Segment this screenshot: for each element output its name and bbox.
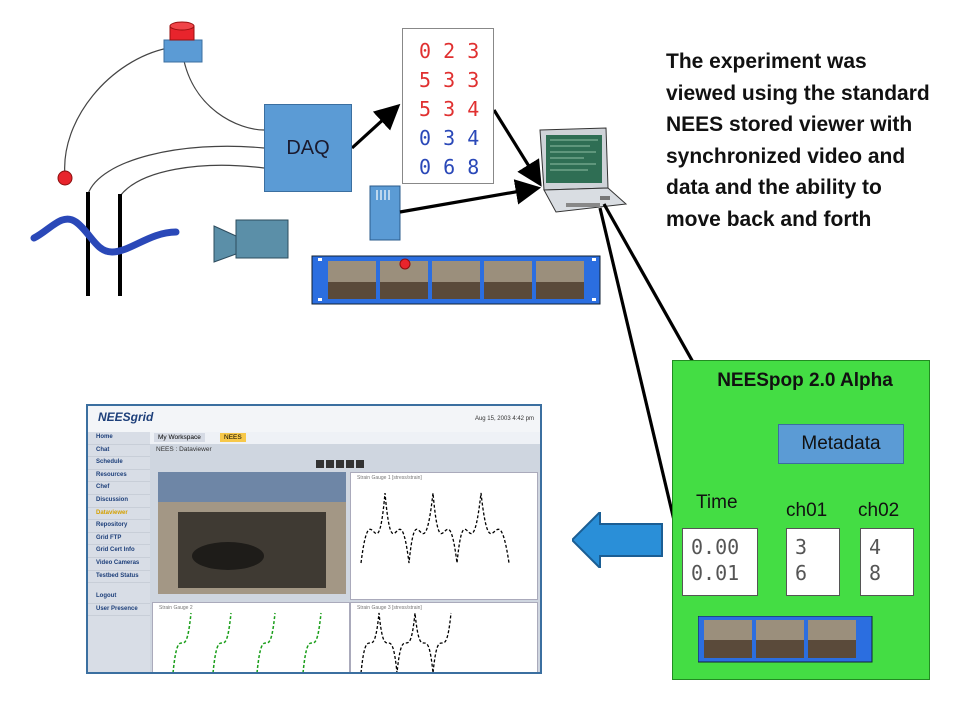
metadata-label: Metadata — [801, 433, 881, 454]
nav-item[interactable]: Resources — [88, 470, 150, 483]
nav-item[interactable]: Dataviewer — [88, 508, 150, 521]
data-row: 5 3 4 — [419, 97, 480, 121]
left-arrow-icon — [572, 512, 663, 568]
data-row: 0 6 8 — [419, 155, 480, 179]
nav-item[interactable]: Repository — [88, 520, 150, 533]
data-table-box: 0 2 3 5 3 3 5 3 4 0 3 4 0 6 8 — [402, 28, 494, 184]
ch02-values-box: 4 8 — [860, 528, 914, 596]
tab-my-workspace[interactable]: My Workspace — [154, 433, 205, 442]
ch01-column-label: ch01 — [786, 500, 828, 521]
data-row: 5 3 3 — [419, 68, 480, 92]
nav-item[interactable]: Testbed Status — [88, 571, 150, 584]
ch02-value: 4 — [869, 535, 882, 559]
ch01-value: 3 — [795, 535, 808, 559]
ch01-values-box: 3 6 — [786, 528, 840, 596]
red-dot-marker — [399, 258, 411, 270]
film-strip-bottom — [698, 616, 873, 663]
plot-title: Strain Gauge 2 — [159, 605, 193, 611]
plot-title: Strain Gauge 3 [stress/strain] — [357, 605, 422, 611]
sensor-box — [163, 39, 203, 63]
plot-title: Strain Gauge 1 [stress/strain] — [357, 475, 422, 481]
data-row: 0 3 4 — [419, 126, 480, 150]
sensor-wire — [119, 164, 265, 197]
viewer-sidebar: Home Chat Schedule Resources Chef Discus… — [88, 432, 150, 672]
data-row: 0 2 3 — [419, 39, 480, 63]
arrow-daq-to-data — [350, 103, 401, 150]
sensor-wire — [181, 49, 265, 131]
nav-item[interactable]: Grid Cert Info — [88, 545, 150, 558]
ch02-column-label: ch02 — [858, 500, 900, 521]
arrow-data-to-laptop — [492, 109, 542, 187]
viewer-header: NEESgrid Aug 15, 2003 4:42 pm — [88, 406, 540, 432]
arrow-card-to-laptop — [399, 179, 542, 214]
ch02-value: 8 — [869, 561, 882, 585]
nav-item[interactable]: Logout — [88, 591, 150, 604]
viewer-video-frame — [158, 472, 346, 594]
description-text: The experiment was viewed using the stan… — [666, 50, 930, 231]
neesgrid-logo: NEESgrid — [98, 410, 154, 424]
daq-label: DAQ — [286, 136, 330, 159]
panel-title: NEESpop 2.0 Alpha — [717, 370, 893, 391]
tab-nees[interactable]: NEES — [220, 433, 246, 442]
viewer-date: Aug 15, 2003 4:42 pm — [474, 416, 534, 422]
sensor-wire — [87, 145, 265, 195]
daq-box: DAQ — [264, 104, 352, 192]
nav-item[interactable]: Home — [88, 432, 150, 445]
viewer-plot: Strain Gauge 2 — [152, 602, 350, 672]
wave-icon — [30, 215, 180, 256]
laptop-icon — [539, 127, 628, 213]
red-dot-sensor — [57, 170, 73, 186]
viewer-tabs: My Workspace NEES — [150, 432, 540, 444]
time-column-label: Time — [696, 492, 738, 513]
time-value: 0.00 — [691, 535, 740, 559]
camera-icon — [235, 219, 289, 259]
nav-item[interactable]: Video Cameras — [88, 558, 150, 571]
nav-item[interactable]: User Presence — [88, 604, 150, 617]
time-value: 0.01 — [691, 561, 740, 585]
viewer-plot: Strain Gauge 3 [stress/strain] — [350, 602, 538, 672]
viewer-screenshot: NEESgrid Aug 15, 2003 4:42 pm Home Chat … — [86, 404, 542, 674]
nav-item[interactable]: Schedule — [88, 457, 150, 470]
nav-item[interactable]: Chef — [88, 482, 150, 495]
sensor-wire — [64, 47, 169, 177]
ch01-value: 6 — [795, 561, 808, 585]
nav-item[interactable]: Grid FTP — [88, 533, 150, 546]
nav-item[interactable]: Chat — [88, 445, 150, 458]
time-values-box: 0.00 0.01 — [682, 528, 758, 596]
nav-item[interactable]: Discussion — [88, 495, 150, 508]
playback-controls[interactable] — [316, 460, 370, 470]
film-strip-top — [311, 255, 601, 305]
metadata-button[interactable]: Metadata — [778, 424, 904, 464]
camera-lens — [213, 225, 237, 263]
viewer-plot: Strain Gauge 1 [stress/strain] — [350, 472, 538, 600]
sensor-button-top — [169, 21, 195, 31]
viewer-subtitle: NEES : Dataviewer — [156, 446, 212, 453]
